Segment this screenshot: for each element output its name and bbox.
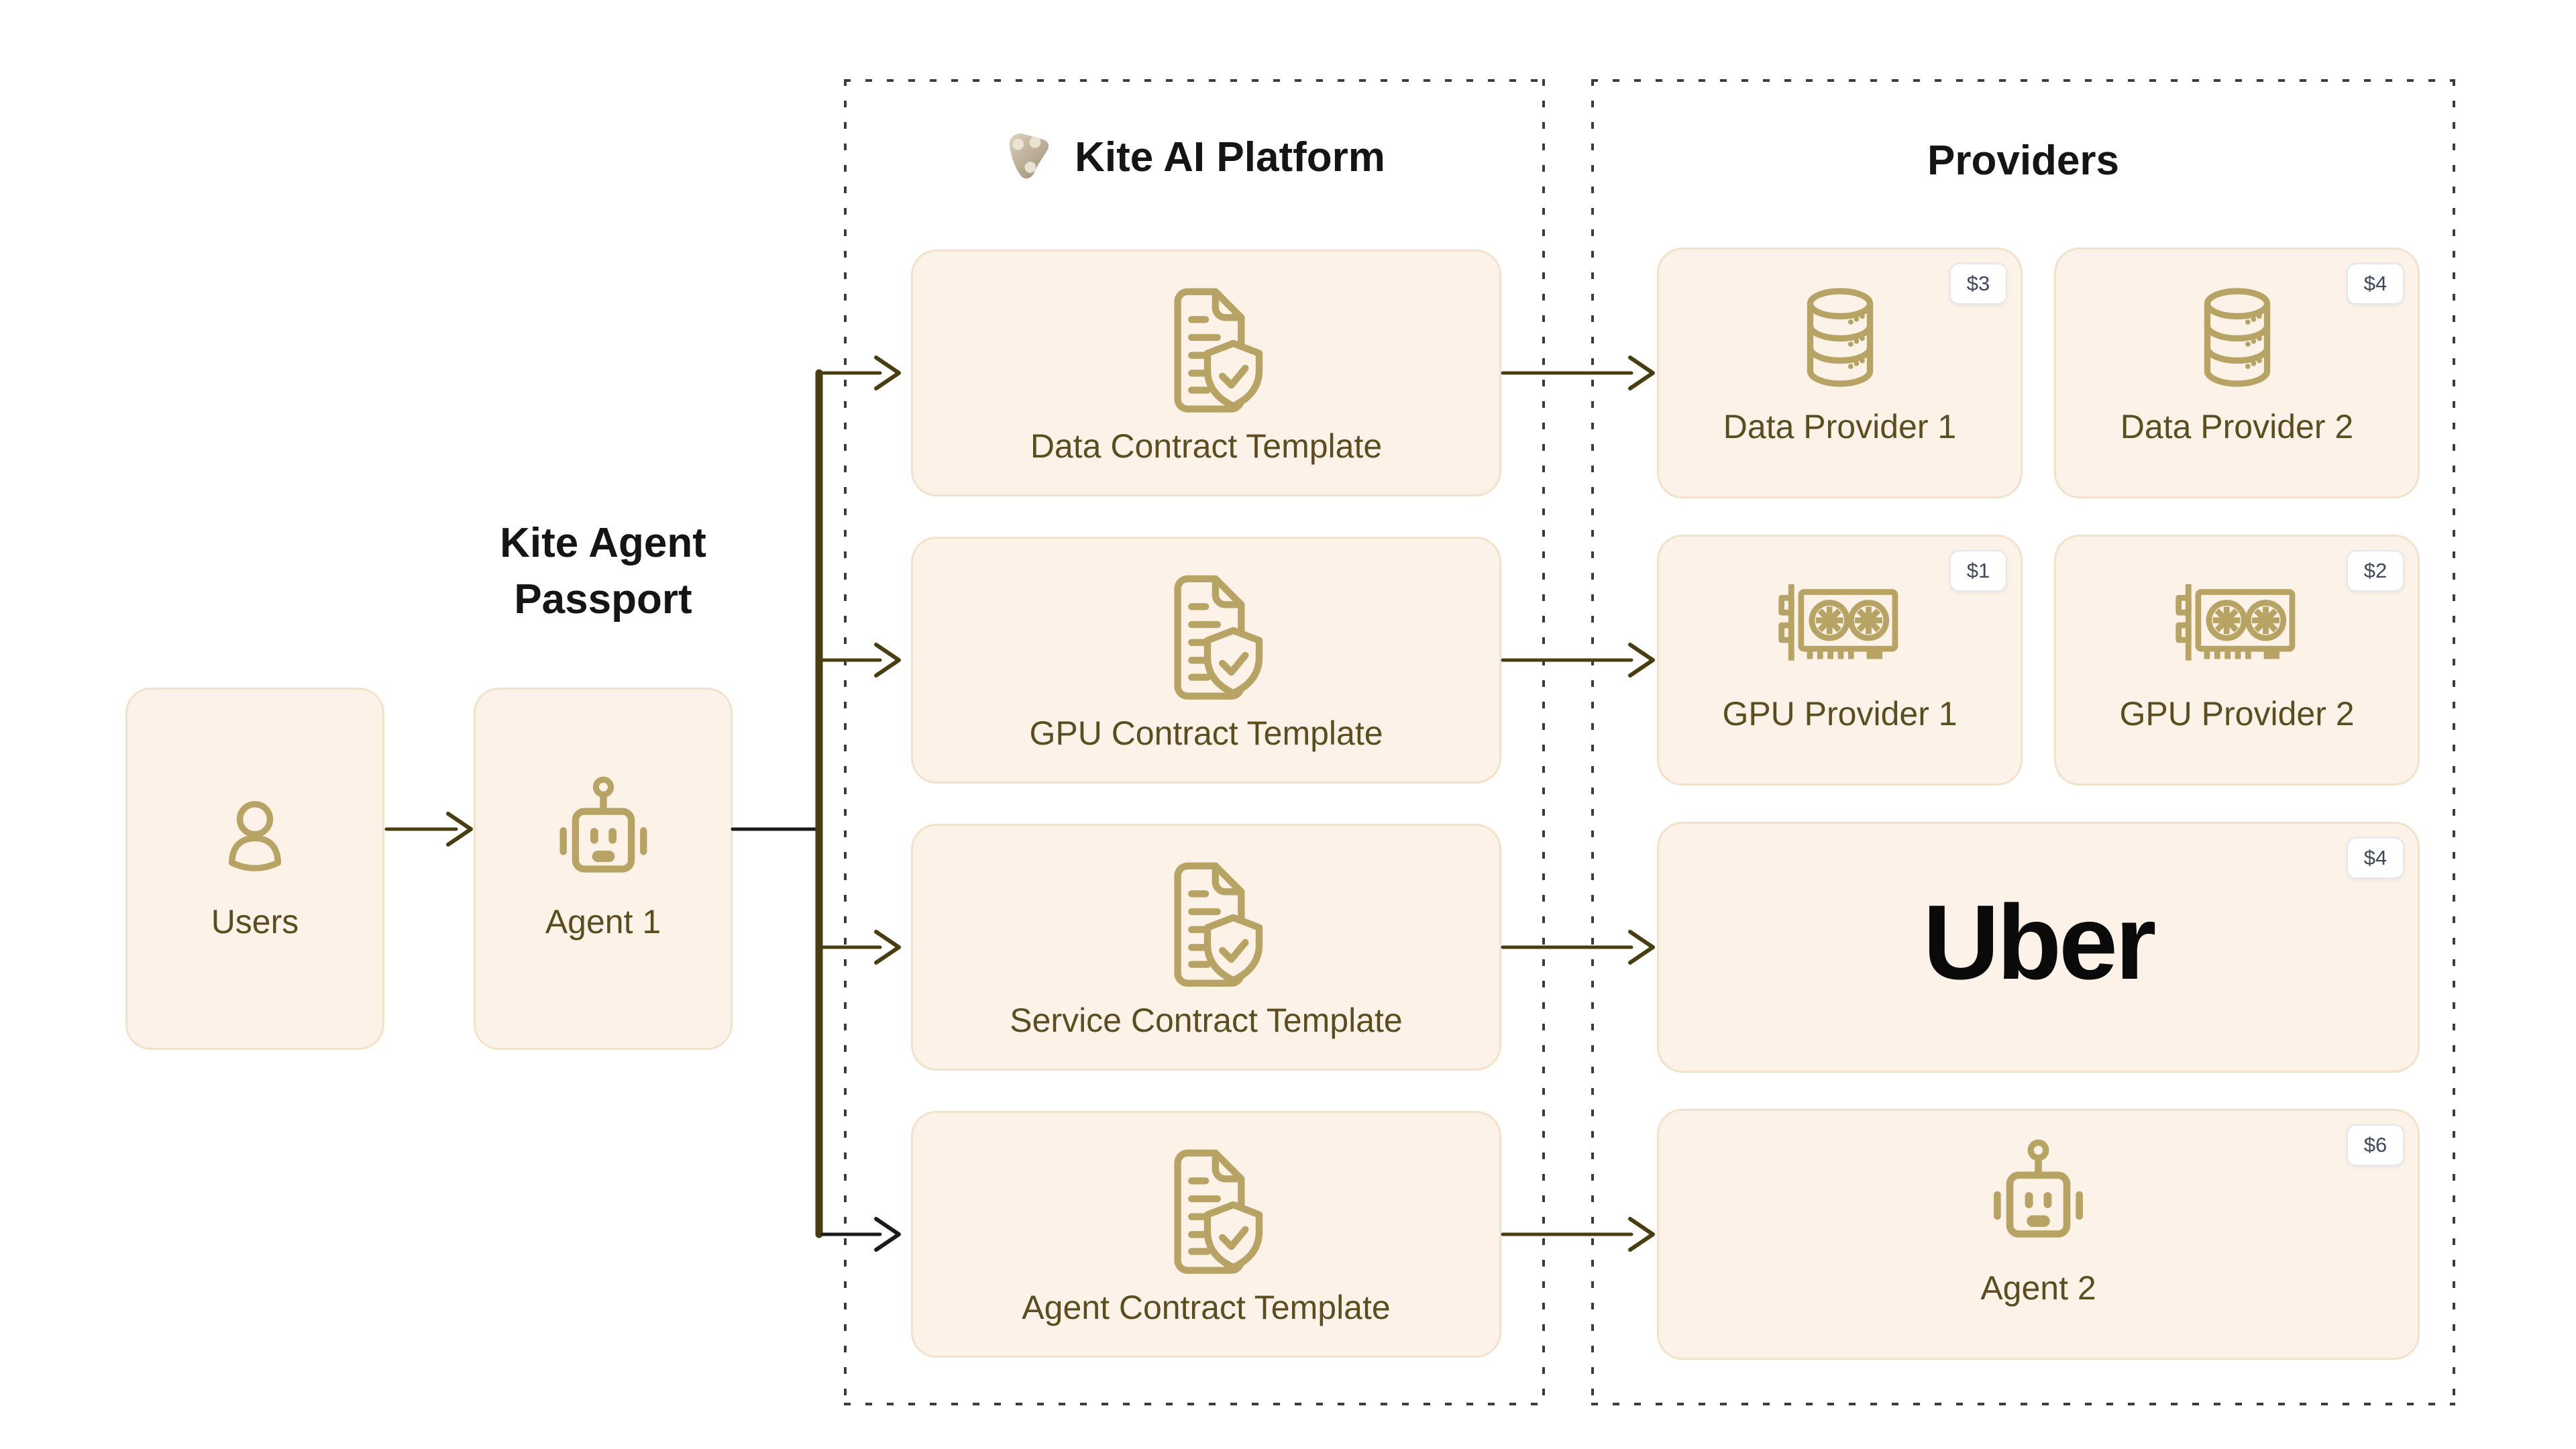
contract-shield-icon — [1142, 571, 1271, 705]
gpu-contract-template-box: GPU Contract Template — [911, 537, 1501, 784]
data-provider-1-card: $3 Data Provider 1 — [1657, 248, 2023, 498]
contract-shield-icon — [1142, 858, 1271, 992]
platform-border-left — [844, 79, 847, 1405]
agent1-label: Agent 1 — [545, 903, 661, 941]
price-badge: $4 — [2347, 263, 2404, 305]
price-badge: $3 — [1949, 263, 2007, 305]
agent-contract-template-box: Agent Contract Template — [911, 1111, 1501, 1358]
template-label: GPU Contract Template — [1029, 714, 1383, 752]
gpu-icon — [2171, 578, 2303, 676]
providers-title: Providers — [1927, 138, 2120, 184]
users-node: Users — [125, 688, 384, 1050]
providers-border-bottom — [1591, 1403, 2455, 1405]
platform-title: Kite AI Platform — [1075, 133, 1385, 180]
uber-logo: Uber — [1923, 883, 2157, 1002]
uber-provider-card: $4 Uber — [1657, 822, 2420, 1073]
platform-border-bottom — [844, 1403, 1545, 1405]
price-badge: $2 — [2347, 550, 2404, 592]
provider-label: Agent 2 — [1980, 1269, 2096, 1307]
gpu-icon — [1774, 578, 1906, 676]
providers-section: Providers — [1591, 79, 2455, 1405]
robot-icon — [547, 775, 660, 897]
price-badge: $6 — [2347, 1124, 2404, 1166]
provider-label: GPU Provider 1 — [1722, 695, 1957, 733]
contract-shield-icon — [1142, 1145, 1271, 1279]
kite-ai-platform-section: Kite AI Platform — [844, 79, 1545, 1405]
passport-title-line2: Passport — [514, 576, 692, 623]
passport-title-line1: Kite Agent — [500, 520, 706, 566]
database-icon — [1792, 284, 1888, 390]
price-badge: $4 — [2347, 837, 2404, 879]
agent-2-provider-card: $6 Agent 2 — [1657, 1109, 2420, 1360]
template-label: Data Contract Template — [1030, 427, 1383, 465]
kite-logo — [1004, 129, 1051, 185]
arrowhead — [446, 812, 473, 847]
person-icon — [215, 796, 294, 875]
gpu-provider-2-card: $2 GPU Provider 2 — [2054, 535, 2420, 786]
platform-border-right — [1542, 79, 1545, 1405]
agent1-node: Agent 1 — [474, 688, 733, 1050]
providers-border-top — [1591, 79, 2455, 82]
provider-label: Data Provider 2 — [2120, 408, 2354, 445]
service-contract-template-box: Service Contract Template — [911, 824, 1501, 1071]
price-badge: $1 — [1949, 550, 2007, 592]
providers-border-left — [1591, 79, 1594, 1405]
database-icon — [2189, 284, 2286, 390]
template-label: Service Contract Template — [1010, 1002, 1403, 1039]
providers-border-right — [2453, 79, 2455, 1405]
data-contract-template-box: Data Contract Template — [911, 250, 1501, 496]
passport-title: Kite Agent Passport — [368, 515, 838, 628]
platform-border-top — [844, 79, 1545, 82]
gpu-provider-1-card: $1 GPU Provider 1 — [1657, 535, 2023, 786]
users-label: Users — [211, 903, 299, 941]
provider-label: Data Provider 1 — [1723, 408, 1957, 445]
contract-shield-icon — [1142, 284, 1271, 418]
robot-icon — [1980, 1138, 2096, 1263]
template-label: Agent Contract Template — [1022, 1289, 1391, 1326]
provider-label: GPU Provider 2 — [2119, 695, 2355, 733]
data-provider-2-card: $4 Data Provider 2 — [2054, 248, 2420, 498]
